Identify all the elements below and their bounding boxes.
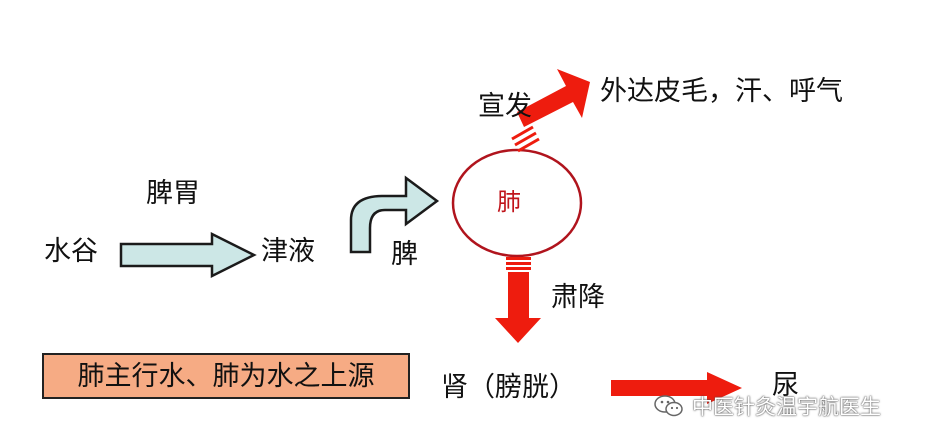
label-descend: 肃降 (551, 282, 605, 313)
label-kidney-bladder: 肾（膀胱） (441, 372, 576, 403)
arrow-to-urine (611, 372, 742, 404)
label-urine: 尿 (772, 370, 799, 401)
watermark-text: 中医针灸温宇航医生 (692, 395, 881, 419)
summary-box: 肺主行水、肺为水之上源 (42, 353, 410, 399)
summary-text: 肺主行水、肺为水之上源 (77, 360, 375, 392)
watermark: 中医针灸温宇航医生 (654, 392, 881, 420)
arrow-water-to-fluid (119, 231, 257, 279)
arrow-descend (495, 257, 541, 343)
label-water-grain: 水谷 (44, 236, 98, 267)
label-spleen: 脾 (391, 239, 418, 270)
wechat-icon (654, 395, 683, 417)
lung-ellipse (451, 148, 583, 258)
label-spleen-stomach: 脾胃 (146, 178, 200, 209)
label-out-result: 外达皮毛，汗、呼气 (600, 76, 843, 107)
arrow-disperse (511, 69, 590, 153)
arrow-spleen-to-lung (349, 175, 440, 254)
label-body-fluid: 津液 (261, 236, 315, 267)
label-disperse: 宣发 (478, 91, 532, 122)
label-lung: 肺 (497, 188, 521, 216)
